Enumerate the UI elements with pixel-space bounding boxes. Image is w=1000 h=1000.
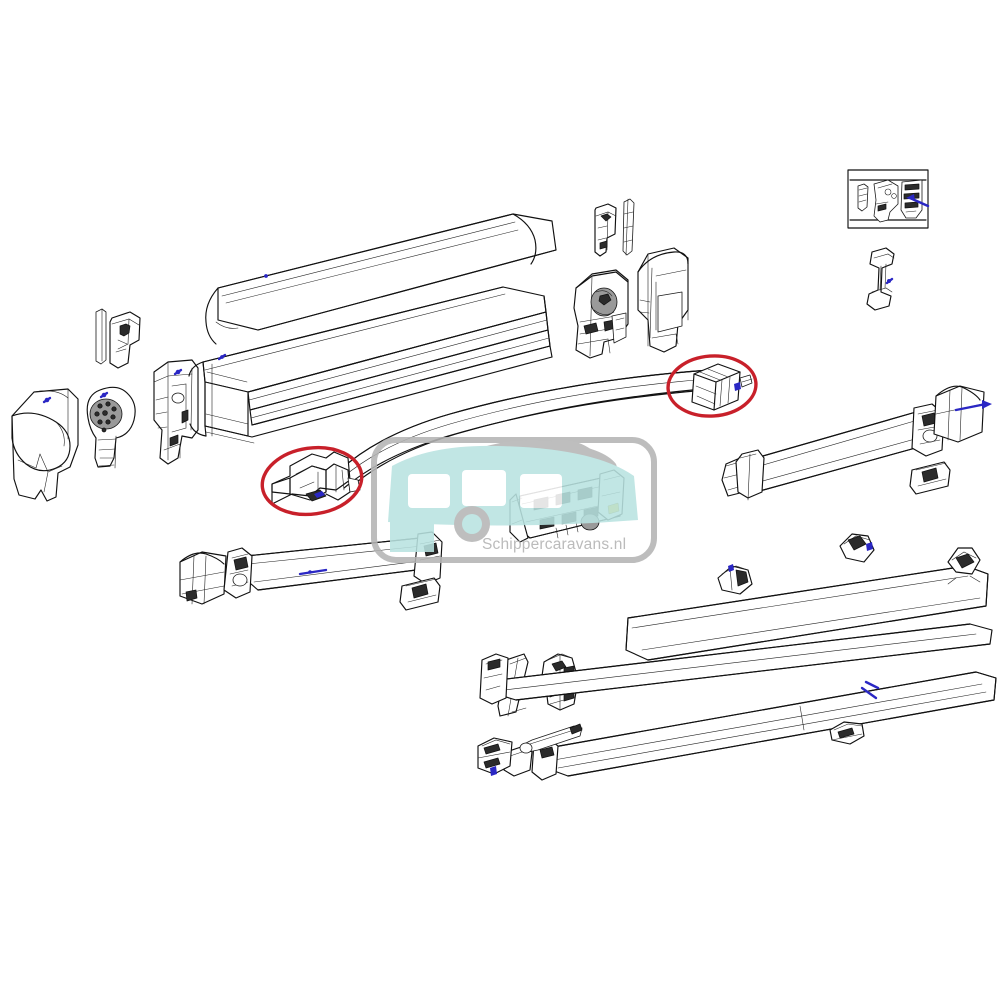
right-support-arm <box>721 385 992 501</box>
left-drive-knuckle <box>86 386 136 469</box>
left-end-cap-housing <box>11 388 79 502</box>
s-wall-bracket <box>866 247 895 311</box>
roof-clip-a <box>717 564 753 595</box>
awning-case-extrusion <box>188 286 553 444</box>
roof-clip-c <box>947 547 981 585</box>
knuckle-grill-holes <box>94 401 117 433</box>
detail-part-left <box>857 183 869 212</box>
right-arm-shoulder-cap <box>933 385 992 443</box>
detail-inset-box <box>847 169 930 229</box>
torsion-spring-rod <box>622 198 635 256</box>
awning-hood-lid <box>205 213 557 345</box>
roof-clip-b <box>839 533 875 563</box>
roller-bushing <box>691 363 753 411</box>
lead-rail-endcap-left <box>179 551 227 605</box>
highlight-roller-bushing <box>666 354 758 418</box>
gearbox-drive-unit <box>271 451 361 505</box>
detail-part-center <box>873 179 899 223</box>
tension-rod <box>519 723 583 754</box>
small-latch-bracket <box>594 203 617 257</box>
watermark-caravan-shape <box>388 439 638 552</box>
left-clip-plate <box>109 311 141 369</box>
motor-gear-assembly <box>573 269 629 359</box>
lower-clip-left <box>477 737 513 776</box>
lower-rail-secondary <box>479 623 993 705</box>
watermark-text: Schippercaravans.nl <box>482 536 626 553</box>
right-end-cap-cover <box>637 247 689 353</box>
left-wall-bracket <box>153 359 199 465</box>
left-small-pin <box>95 308 107 365</box>
lower-clip-right <box>829 721 865 745</box>
highlight-gearbox-drive-unit <box>260 445 364 517</box>
watermark-logo: Schippercaravans.nl <box>371 437 657 563</box>
